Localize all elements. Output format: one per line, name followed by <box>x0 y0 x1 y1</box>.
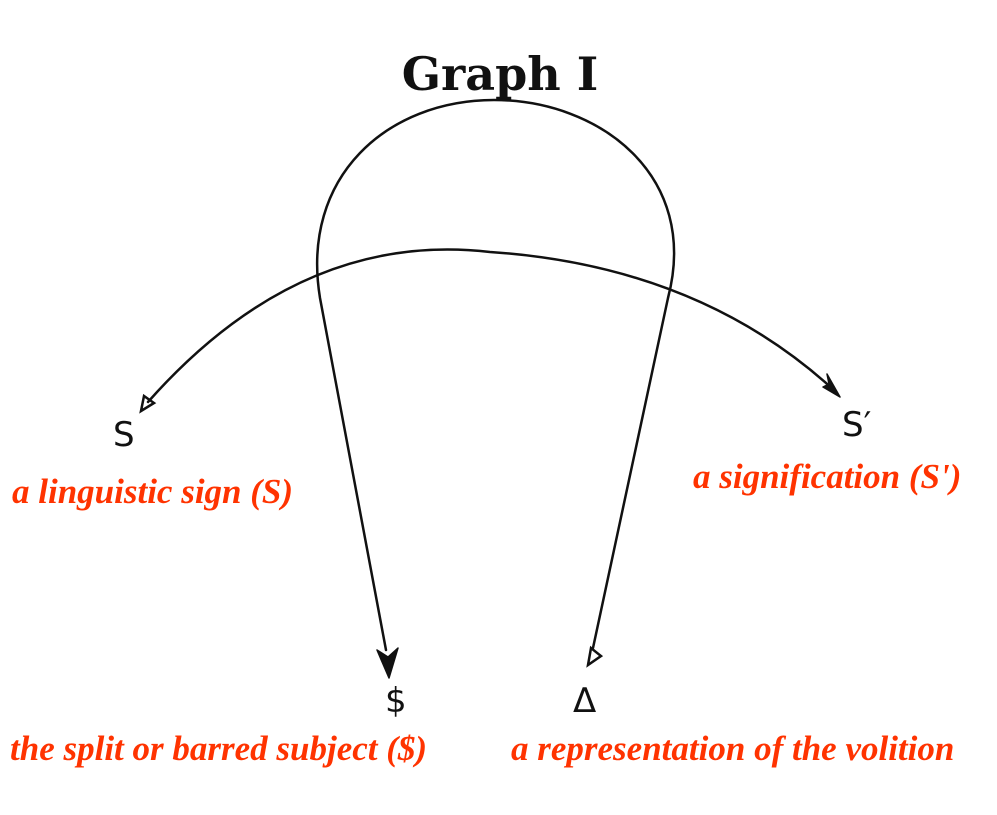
retroversion-loop <box>315 98 676 652</box>
loop-start-triangle <box>586 645 604 668</box>
graph-title: Graph I <box>402 47 598 101</box>
signifying-chain-arc <box>146 248 838 404</box>
chain-start-triangle <box>139 393 157 414</box>
symbol-s: S <box>113 415 135 455</box>
annotation-barred-subject: the split or barred subject ($) <box>10 729 427 768</box>
symbol-delta: Δ <box>573 681 596 721</box>
symbol-s-prime: S′ <box>842 405 871 445</box>
chain-arrowhead <box>822 373 841 398</box>
loop-arrowhead <box>376 647 399 679</box>
annotation-linguistic-sign: a linguistic sign (S) <box>12 472 293 511</box>
symbol-barred-s: $ <box>385 681 407 721</box>
annotation-signification: a signification (S') <box>693 457 961 496</box>
annotation-volition: a representation of the volition <box>511 729 954 768</box>
